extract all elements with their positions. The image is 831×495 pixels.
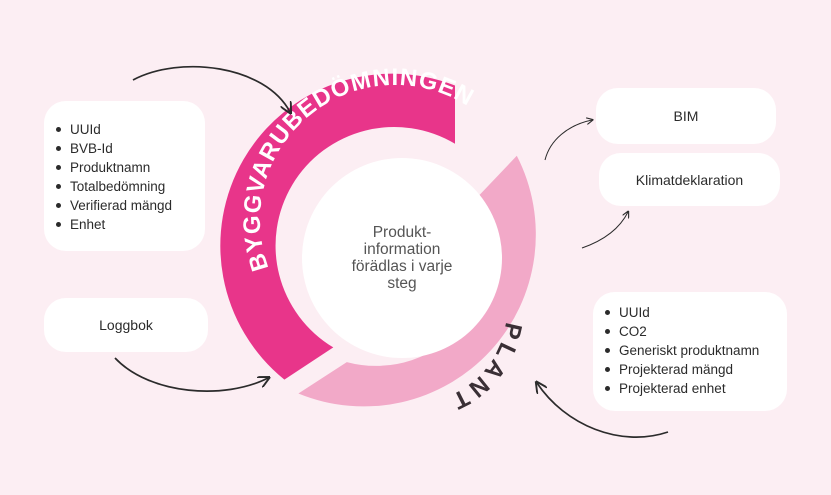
bvb-attributes-card: UUId BVB-Id Produktnamn Totalbedömning V… <box>44 101 205 251</box>
ring-segment-plant <box>298 155 536 407</box>
list-item: UUId <box>605 303 787 322</box>
arrow-bottom-left <box>114 357 268 392</box>
list-item: Enhet <box>56 215 205 234</box>
logbook-card: Loggbok <box>44 298 208 352</box>
klimatdeklaration-label: Klimatdeklaration <box>635 171 744 188</box>
arrow-bottom-right <box>537 383 669 438</box>
arrow-top-left <box>132 65 290 112</box>
list-item: Projekterad enhet <box>605 379 787 398</box>
center-text-line: information <box>363 241 441 258</box>
plant-attributes-list: UUId CO2 Generiskt produktnamn Projekter… <box>593 303 787 398</box>
arrow-bim <box>544 120 592 161</box>
list-item: Totalbedömning <box>56 177 205 196</box>
list-item: BVB-Id <box>56 139 205 158</box>
logbook-label: Loggbok <box>99 317 153 333</box>
list-item: CO2 <box>605 322 787 341</box>
arrow-klimat <box>581 212 628 249</box>
bvb-attributes-list: UUId BVB-Id Produktnamn Totalbedömning V… <box>44 120 205 234</box>
plant-attributes-card: UUId CO2 Generiskt produktnamn Projekter… <box>593 292 787 411</box>
center-circle <box>302 158 502 358</box>
list-item: Verifierad mängd <box>56 196 205 215</box>
ring-segment-byggvarubedomningen <box>220 73 455 380</box>
list-item: UUId <box>56 120 205 139</box>
list-item: Projekterad mängd <box>605 360 787 379</box>
center-text: Produkt- information förädlas i varje st… <box>335 224 469 292</box>
bim-label: BIM <box>673 108 699 124</box>
center-text-line: steg <box>387 275 417 292</box>
bim-card: BIM <box>596 88 776 144</box>
list-item: Produktnamn <box>56 158 205 177</box>
center-text-line: förädlas i varje <box>351 258 453 275</box>
klimatdeklaration-card: Klimatdeklaration <box>599 153 780 206</box>
list-item: Generiskt produktnamn <box>605 341 787 360</box>
center-text-line: Produkt- <box>372 224 432 241</box>
